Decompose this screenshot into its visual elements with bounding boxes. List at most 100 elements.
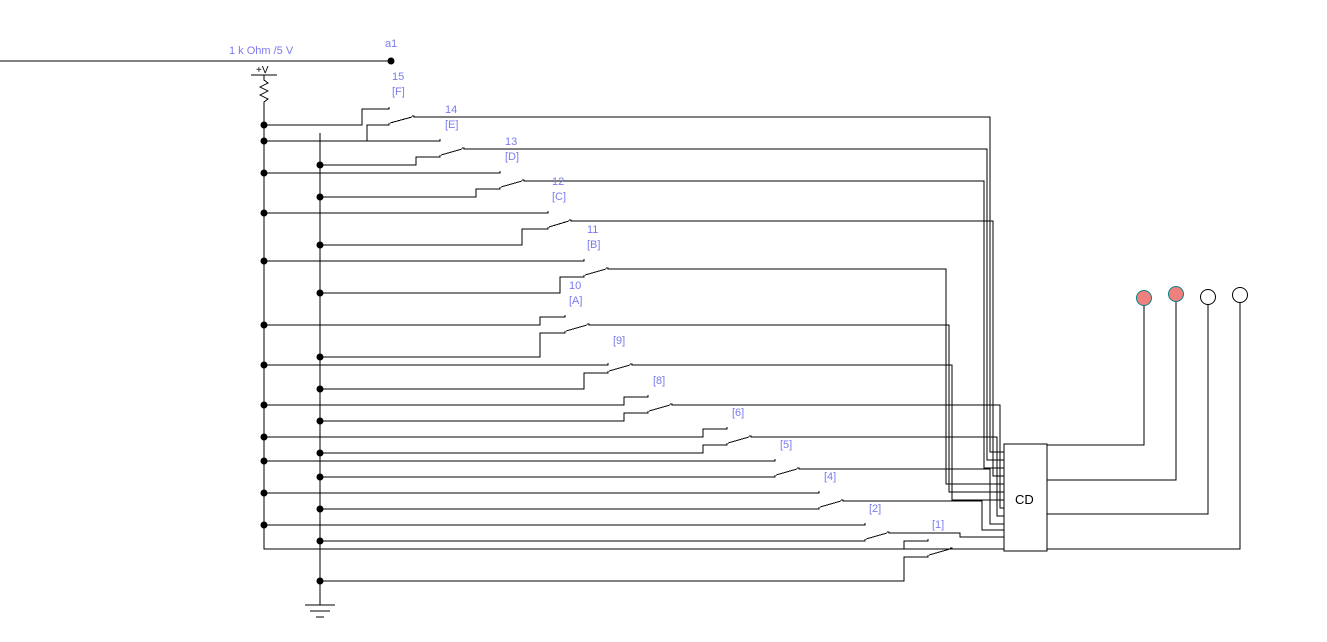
switch-blade[interactable]	[389, 116, 413, 124]
switch-low-contact-wire	[320, 123, 390, 142]
switch-blade[interactable]	[584, 268, 607, 276]
led-4	[1047, 287, 1248, 550]
ground-icon	[305, 604, 335, 618]
junction-dot	[260, 321, 268, 329]
junction-dot	[316, 449, 324, 457]
junction-dot	[260, 401, 268, 409]
switch-output-wire	[412, 115, 1004, 453]
switch-key: [8]	[653, 375, 665, 387]
switch-number: 15	[392, 71, 404, 83]
switch-output-wire	[749, 435, 1004, 517]
switch-number: 11	[587, 224, 598, 236]
switch-output-wire	[797, 467, 1004, 525]
switch-blade[interactable]	[819, 500, 842, 508]
junction-dot	[316, 577, 324, 585]
switch-low-contact-wire	[320, 443, 728, 454]
junction-dot	[260, 169, 268, 177]
supply: 1 k Ohm /5 V a1 +V	[0, 38, 1004, 618]
junction-dot	[316, 505, 324, 513]
switch-5[interactable]: 11 [B]	[264, 224, 1004, 485]
junction-dot	[260, 257, 268, 265]
switch-key: [D]	[505, 151, 519, 163]
switch-9[interactable]: [6]	[264, 407, 1004, 517]
switch-high-contact-wire	[264, 315, 566, 326]
led-indicator-icon	[1168, 286, 1184, 302]
switch-low-contact-wire	[320, 227, 549, 246]
led-indicator-icon	[1232, 287, 1248, 303]
junction-dot	[316, 289, 324, 297]
switch-number: 10	[569, 280, 581, 292]
switch-blade[interactable]	[565, 324, 588, 332]
switch-low-contact-wire	[320, 155, 441, 166]
switch-output-wire	[606, 267, 1004, 485]
switch-8[interactable]: [8]	[264, 375, 1004, 509]
switch-output-wire	[950, 545, 1005, 550]
switch-key: [2]	[869, 503, 881, 515]
switch-blade[interactable]	[865, 532, 888, 540]
switch-blade[interactable]	[440, 148, 463, 156]
switch-7[interactable]: [9]	[264, 335, 1004, 501]
junction-dot	[316, 537, 324, 545]
led-wire	[1047, 301, 1177, 481]
switch-4[interactable]: 12[C]	[264, 176, 1004, 477]
decoder-label: CD	[1015, 492, 1034, 507]
switch-key: [B]	[587, 239, 600, 251]
switch-output-wire	[462, 147, 1004, 461]
switch-number: 14	[445, 104, 457, 116]
junction-dot	[260, 433, 268, 441]
switch-6[interactable]: 10 [A]	[264, 280, 1004, 493]
supply-label: 1 k Ohm /5 V	[229, 45, 294, 57]
switch-key: [A]	[569, 295, 582, 307]
node-a1[interactable]	[387, 57, 395, 65]
switch-low-contact-wire	[320, 187, 501, 198]
switch-high-contact-wire	[264, 259, 585, 262]
switch-11[interactable]: [4]	[264, 471, 1004, 531]
switch-high-contact-wire	[264, 523, 866, 526]
junction-dot	[316, 473, 324, 481]
switch-output-wire	[522, 179, 1004, 469]
switch-key: [F]	[392, 86, 405, 98]
switch-low-contact-wire	[320, 275, 585, 294]
led-1	[1047, 290, 1152, 446]
switch-low-contact-wire	[320, 475, 776, 478]
led-indicator-icon	[1136, 290, 1152, 306]
switch-high-contact-wire	[264, 539, 929, 550]
switch-blade[interactable]	[928, 548, 951, 556]
switch-blade[interactable]	[775, 468, 798, 476]
switch-low-contact-wire	[320, 411, 649, 422]
switch-output-wire	[841, 499, 1004, 531]
switch-key: [9]	[613, 335, 625, 347]
switch-output-wire	[887, 531, 1004, 538]
junction-dot	[260, 489, 268, 497]
junction-dot	[260, 209, 268, 217]
switch-high-contact-wire	[264, 211, 549, 214]
switch-blade[interactable]	[500, 180, 523, 188]
switch-13[interactable]: [1]	[264, 519, 1005, 582]
switch-blade[interactable]	[548, 220, 570, 228]
switch-12[interactable]: [2]	[264, 503, 1004, 542]
switch-blade[interactable]	[727, 436, 750, 444]
switch-high-contact-wire	[264, 363, 609, 366]
switch-blade[interactable]	[648, 404, 671, 412]
led-2	[1047, 286, 1184, 481]
junction-dot	[316, 241, 324, 249]
switch-blade[interactable]	[608, 364, 631, 372]
junction-dot	[316, 161, 324, 169]
switch-output-wire	[670, 403, 1004, 509]
switch-3[interactable]: 13 [D]	[264, 136, 1004, 469]
switch-key: [E]	[445, 119, 458, 131]
junction-dot	[316, 193, 324, 201]
switch-output-wire	[569, 219, 1004, 477]
switch-10[interactable]: [5]	[264, 439, 1004, 525]
switch-number: 13	[505, 136, 517, 148]
junction-dot	[260, 521, 268, 529]
junction-dot	[260, 361, 268, 369]
led-wire	[1047, 305, 1145, 446]
switch-high-contact-wire	[264, 171, 501, 174]
switch-high-contact-wire	[264, 459, 776, 462]
node-label: a1	[385, 38, 397, 50]
switch-2[interactable]: 14 [E]	[264, 104, 1004, 461]
switch-1[interactable]: 15 [F]	[264, 71, 1004, 453]
